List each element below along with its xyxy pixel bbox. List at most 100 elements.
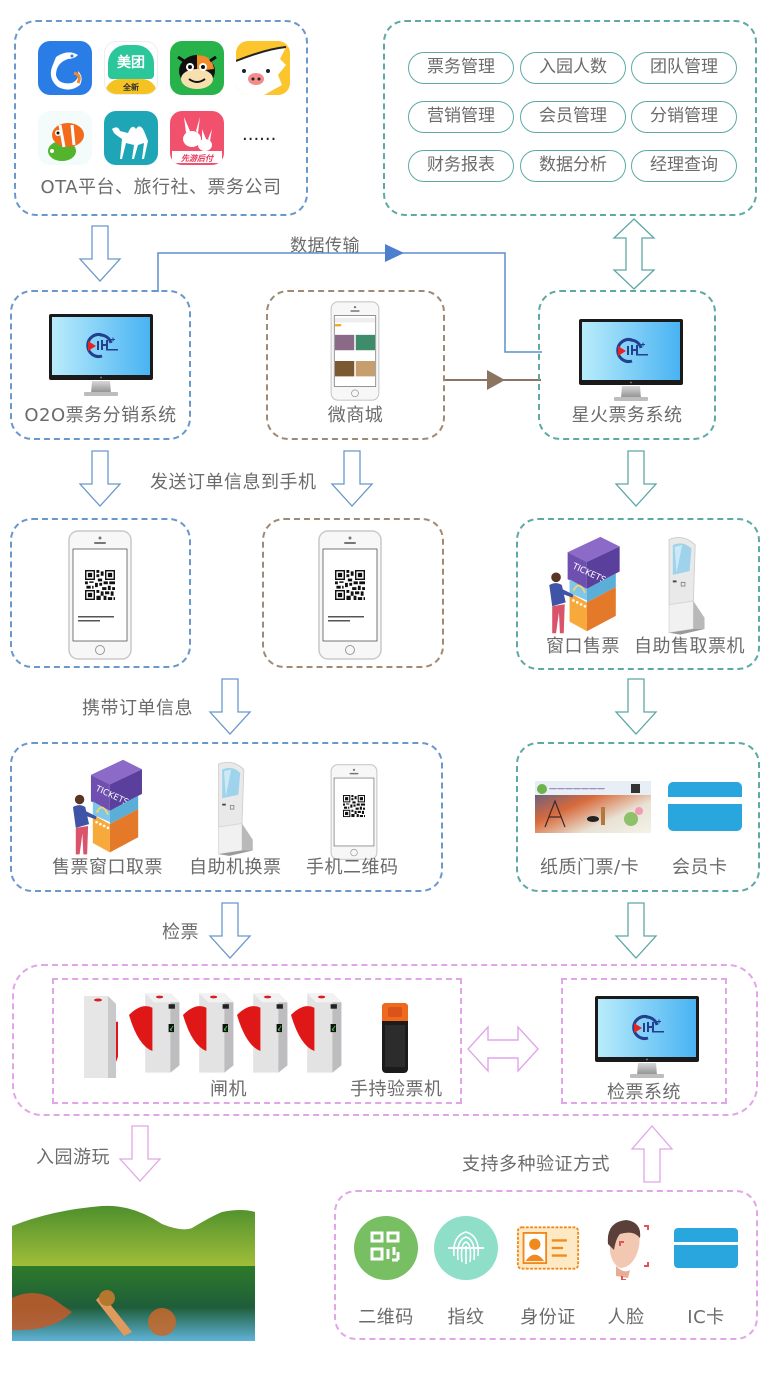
face-icon xyxy=(607,1220,649,1280)
wechat-mall-label: 微商城 xyxy=(327,405,384,426)
self-exchange-label: 自助机换票 xyxy=(189,857,282,878)
phone-qr-mall xyxy=(318,530,382,660)
self-service-kiosk-icon xyxy=(656,535,712,639)
xianyouhoufu-text: 先游后付 xyxy=(181,154,213,163)
xianyouhoufu-icon: 先游后付 xyxy=(170,111,224,165)
data-transfer-label: 数据传输 xyxy=(290,236,360,256)
management-item[interactable]: 营销管理 xyxy=(408,101,514,133)
meituan-sub: 全新 xyxy=(123,83,139,92)
arrow-down-o2o xyxy=(78,450,122,507)
send-order-label: 发送订单信息到手机 xyxy=(150,472,317,493)
meituan-text: 美团 xyxy=(117,55,145,71)
o2o-phone-box xyxy=(10,518,191,668)
mall-phone-box xyxy=(262,518,444,668)
ticket-booth-pickup-icon xyxy=(64,756,150,860)
scenery-image xyxy=(12,1205,255,1341)
ota-label: OTA平台、旅行社、票务公司 xyxy=(40,177,282,198)
svg-text:———————: ——————— xyxy=(549,784,605,793)
arrow-down-xinghuo xyxy=(614,450,658,507)
fliggy-icon xyxy=(236,41,290,95)
turnstile-gate-icon xyxy=(290,988,346,1078)
monitor-o2o xyxy=(48,313,154,399)
management-item[interactable]: 团队管理 xyxy=(631,52,737,84)
management-item[interactable]: 票务管理 xyxy=(408,52,514,84)
verify-methods-box xyxy=(334,1190,758,1340)
carry-order-label: 携带订单信息 xyxy=(82,698,193,719)
arrow-up-verify xyxy=(630,1125,674,1183)
ic-card-icon xyxy=(674,1228,738,1268)
handheld-verifier-icon xyxy=(382,1003,408,1073)
check-area-box xyxy=(12,964,758,1116)
tongcheng-icon xyxy=(38,111,92,165)
turnstile-gate-icon xyxy=(236,988,292,1078)
management-item[interactable]: 经理查询 xyxy=(631,150,737,182)
check-system-label: 检票系统 xyxy=(607,1082,681,1103)
arrow-down-mall xyxy=(330,450,374,507)
verify-method-label: 二维码 xyxy=(358,1307,414,1328)
arrow-down-sales xyxy=(614,678,658,735)
gate-label: 闸机 xyxy=(210,1079,247,1100)
fingerprint-icon xyxy=(434,1216,498,1280)
management-item[interactable]: 财务报表 xyxy=(408,150,514,182)
o2o-box xyxy=(10,290,191,440)
ota-box xyxy=(14,20,308,216)
management-box xyxy=(383,20,757,216)
management-item[interactable]: 入园人数 xyxy=(520,52,626,84)
arrow-down-enter-park xyxy=(118,1125,162,1182)
self-service-exchange-icon xyxy=(206,760,260,860)
paper-ticket-image: ——————— xyxy=(535,781,651,833)
monitor-check-system xyxy=(594,995,700,1081)
phone-mall xyxy=(329,301,381,401)
ctrip-icon xyxy=(38,41,92,95)
check-system-box xyxy=(561,978,727,1104)
gate-box xyxy=(52,978,462,1104)
sales-box xyxy=(516,518,760,670)
qrcode-icon xyxy=(354,1216,418,1280)
member-card-icon xyxy=(668,782,742,831)
ota-more: ...... xyxy=(242,124,277,145)
xinghuo-label: 星火票务系统 xyxy=(571,405,683,426)
qunar-icon xyxy=(104,111,158,165)
mall-to-xinghuo-line xyxy=(445,370,541,390)
verify-method-label: IC卡 xyxy=(687,1307,725,1328)
enter-park-label: 入园游玩 xyxy=(36,1147,110,1168)
paper-ticket-label: 纸质门票/卡 xyxy=(540,857,640,878)
data-transfer-line xyxy=(157,244,542,353)
arrow-down-media xyxy=(614,902,658,959)
tuniu-icon xyxy=(170,41,224,95)
turnstile-gate-icon xyxy=(128,988,184,1078)
id-card-icon xyxy=(516,1226,580,1270)
management-item[interactable]: 分销管理 xyxy=(631,101,737,133)
verify-method-label: 人脸 xyxy=(607,1307,645,1328)
turnstile-gate-icon xyxy=(182,988,238,1078)
gate-pillar xyxy=(84,996,118,1078)
window-sale-label: 窗口售票 xyxy=(546,636,620,657)
arrow-bidirectional-check xyxy=(467,1025,539,1073)
verify-method-label: 身份证 xyxy=(520,1307,576,1328)
meituan-icon: 美团 全新 xyxy=(104,41,158,95)
wechat-mall-box xyxy=(266,290,445,440)
ticket-booth-icon xyxy=(540,533,628,639)
data-transfer-arrowhead xyxy=(385,244,404,262)
monitor-xinghuo xyxy=(578,318,684,404)
xinghuo-box xyxy=(538,290,716,440)
phone-qr-o2o xyxy=(68,530,132,660)
mobile-qr-label: 手机二维码 xyxy=(306,857,399,878)
management-item[interactable]: 数据分析 xyxy=(520,150,626,182)
arrow-bidirectional-management xyxy=(612,218,656,290)
arrow-down-carry xyxy=(208,678,252,735)
mobile-qr-phone-icon xyxy=(330,764,378,860)
check-ticket-label: 检票 xyxy=(162,922,199,943)
arrow-down-ota xyxy=(78,225,122,282)
verify-method-label: 指纹 xyxy=(447,1307,485,1328)
self-service-label: 自助售取票机 xyxy=(634,636,745,657)
multi-verify-label: 支持多种验证方式 xyxy=(462,1154,610,1175)
management-item[interactable]: 会员管理 xyxy=(520,101,626,133)
arrow-down-check xyxy=(208,902,252,959)
handheld-label: 手持验票机 xyxy=(350,1079,443,1100)
ticket-media-box xyxy=(516,742,760,892)
member-card-label: 会员卡 xyxy=(672,857,728,878)
o2o-label: O2O票务分销系统 xyxy=(24,405,177,426)
redeem-box xyxy=(10,742,443,892)
window-pickup-label: 售票窗口取票 xyxy=(52,857,163,878)
